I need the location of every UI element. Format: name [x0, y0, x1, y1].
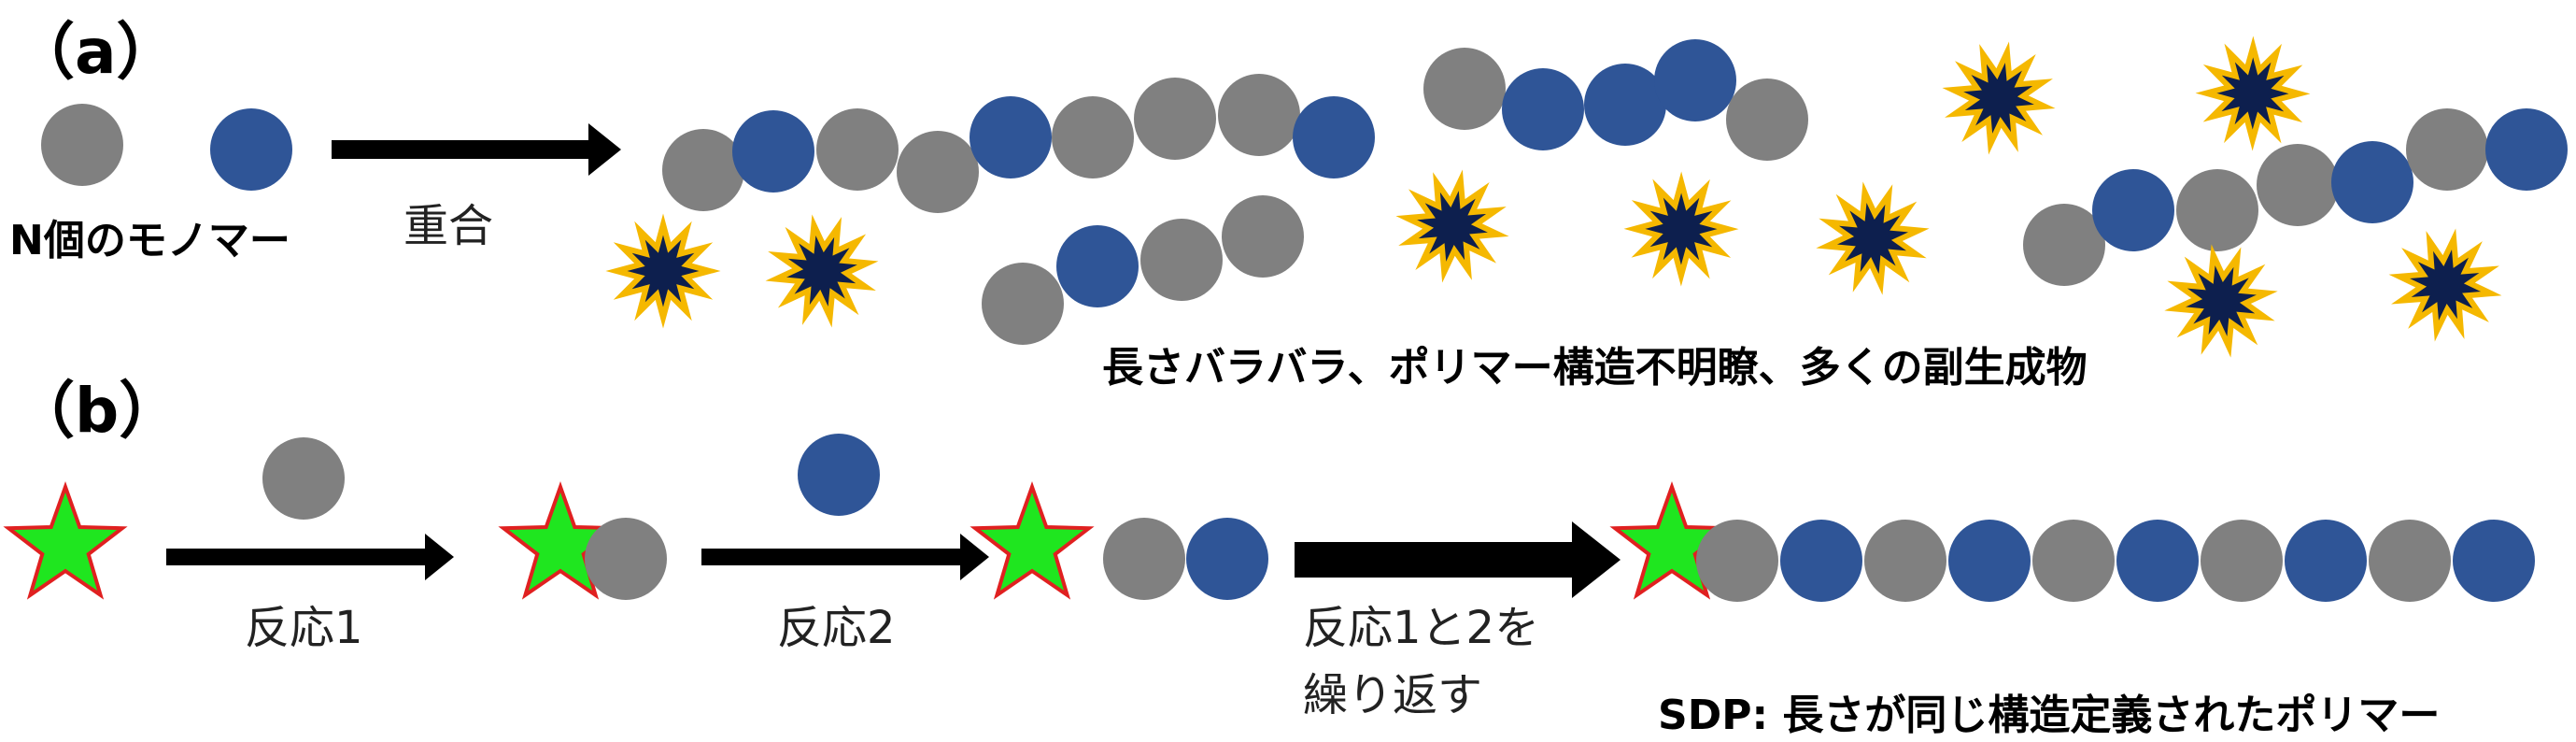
- chain-monomer-gray: [1052, 96, 1134, 178]
- initiator-star-icon: [970, 481, 1095, 600]
- sdp-monomer-blue: [2285, 520, 2367, 602]
- panel-a-result-text: 長さバラバラ、ポリマー構造不明瞭、多くの副生成物: [1102, 344, 2088, 392]
- byproduct-burst-icon: [1942, 41, 2056, 155]
- byproducts: [605, 36, 2502, 358]
- byproduct-burst-icon: [1623, 171, 1739, 287]
- chain-monomer-blue: [970, 96, 1052, 178]
- gray-monomer: [41, 104, 123, 186]
- byproduct-burst-icon: [605, 213, 721, 329]
- chain-monomer-gray: [897, 131, 979, 213]
- chain-monomer-gray: [1726, 78, 1808, 161]
- panel-b-result-text: SDP: 長さが同じ構造定義されたポリマー: [1658, 692, 2440, 739]
- gray-monomer-reagent: [262, 437, 345, 520]
- sdp-monomer-blue: [1948, 520, 2031, 602]
- sdp-monomer-gray: [2201, 520, 2283, 602]
- sdp-monomer-blue: [2453, 520, 2535, 602]
- byproduct-burst-icon: [2388, 228, 2502, 342]
- repeat-label-line1: 反応1と2を: [1303, 602, 1539, 654]
- reaction1-label: 反応1: [245, 602, 363, 654]
- byproduct-burst-icon: [1816, 181, 1930, 295]
- blue-monomer-reagent: [798, 434, 880, 516]
- chain-monomer-gray: [2257, 144, 2339, 226]
- polymerization-arrow: [332, 123, 621, 176]
- sdp-monomer-gray: [1103, 518, 1185, 600]
- sdp-monomer-gray: [1696, 520, 1778, 602]
- chain-monomer-blue: [1654, 39, 1736, 121]
- chain-monomer-gray: [1423, 48, 1506, 130]
- byproduct-burst-icon: [1395, 169, 1509, 283]
- random-polymer-chains: [662, 39, 2568, 345]
- reaction2-label: 反応2: [777, 602, 896, 654]
- chain-monomer-gray: [1140, 219, 1223, 301]
- panel-b-label: （b）: [13, 375, 180, 447]
- chain-monomer-blue: [1502, 68, 1584, 150]
- chain-monomer-blue: [1293, 96, 1375, 178]
- chain-monomer-blue: [2485, 108, 2568, 191]
- repeat-arrow: [1295, 521, 1621, 598]
- byproduct-burst-icon: [2195, 36, 2311, 151]
- sequence-defined-polymer: [1696, 520, 2535, 602]
- sdp-monomer-gray: [2369, 520, 2451, 602]
- repeat-label-line2: 繰り返す: [1303, 669, 1482, 721]
- byproduct-burst-icon: [765, 214, 879, 328]
- chain-monomer-gray: [982, 263, 1064, 345]
- sdp-monomer-gray: [585, 518, 667, 600]
- sdp-monomer-gray: [1864, 520, 1946, 602]
- polymerization-label: 重合: [403, 200, 493, 252]
- chain-monomer-gray: [816, 108, 899, 191]
- sdp-monomer-blue: [1186, 518, 1268, 600]
- chain-monomer-gray: [2023, 204, 2105, 286]
- chain-monomer-gray: [2176, 169, 2258, 251]
- chain-monomer-gray: [662, 129, 744, 211]
- chain-monomer-blue: [1056, 225, 1139, 307]
- sdp-monomer-gray: [2032, 520, 2115, 602]
- initiator-star-icon: [3, 481, 128, 600]
- reaction1-arrow: [166, 534, 454, 580]
- reaction2-arrow: [701, 534, 989, 580]
- byproduct-burst-icon: [2164, 244, 2278, 358]
- panel-a-label: （a）: [13, 16, 178, 88]
- initiator-stars: [3, 481, 1734, 600]
- monomer-count-label: N個のモノマー: [9, 217, 290, 264]
- chain-monomer-blue: [1584, 64, 1666, 146]
- blue-monomer: [210, 108, 292, 191]
- sdp-monomer-blue: [2116, 520, 2199, 602]
- chain-monomer-blue: [2092, 169, 2174, 251]
- chain-monomer-gray: [1218, 74, 1300, 156]
- chain-monomer-gray: [1222, 195, 1304, 278]
- chain-monomer-blue: [2331, 141, 2413, 223]
- chain-monomer-gray: [2406, 108, 2488, 191]
- chain-monomer-blue: [732, 110, 814, 193]
- sdp-monomer-blue: [1780, 520, 1862, 602]
- chain-monomer-gray: [1134, 78, 1216, 160]
